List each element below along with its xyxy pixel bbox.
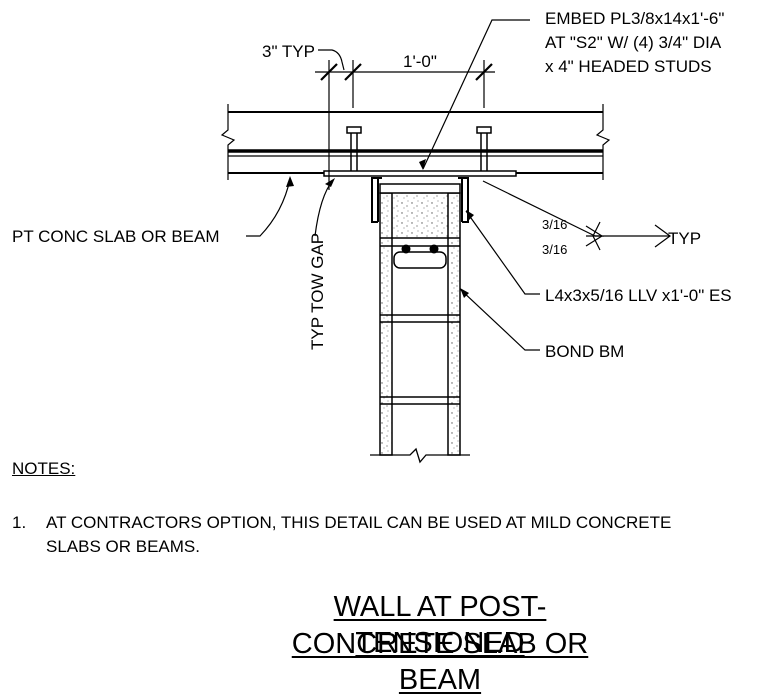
weld-symbol bbox=[585, 225, 605, 247]
note-1-text: AT CONTRACTORS OPTION, THIS DETAIL CAN B… bbox=[46, 511, 746, 559]
detail-title-text-1: WALL AT POST-TENSIONED bbox=[333, 591, 547, 659]
detail-title-line-1: WALL AT POST-TENSIONED bbox=[250, 589, 630, 661]
bond-beam-label: BOND BM bbox=[545, 342, 624, 361]
note-1-line-2: SLABS OR BEAMS. bbox=[46, 537, 200, 556]
embed-plate bbox=[323, 170, 517, 177]
weld-typ-label: TYP bbox=[668, 229, 701, 248]
embed-plate-label-3: x 4" HEADED STUDS bbox=[545, 57, 712, 76]
pt-slab-label: PT CONC SLAB OR BEAM bbox=[12, 227, 220, 246]
detail-title-text-2: CONCRETE SLAB OR BEAM bbox=[291, 628, 589, 696]
embed-plate-label-2: AT "S2" W/ (4) 3/4" DIA bbox=[545, 33, 722, 52]
angle-label: L4x3x5/16 LLV x1'-0" ES bbox=[545, 286, 732, 305]
leader-arrowheads bbox=[286, 159, 474, 298]
dimension-lines bbox=[315, 49, 495, 190]
notes-heading: NOTES: bbox=[12, 459, 76, 478]
steel-angles bbox=[371, 177, 469, 223]
one-foot-dimension: 1'-0" bbox=[403, 52, 437, 71]
wall-slab-section-drawing: EMBED PL3/8x14x1'-6" AT "S2" W/ (4) 3/4"… bbox=[12, 9, 732, 464]
note-1-number: 1. bbox=[12, 513, 27, 532]
weld-size-top: 3/16 bbox=[542, 217, 567, 232]
embed-plate-label-1: EMBED PL3/8x14x1'-6" bbox=[545, 9, 724, 28]
bond-beam-bars bbox=[393, 244, 447, 269]
typ-3in-dimension: 3" TYP bbox=[262, 42, 315, 61]
detail-title-line-2: CONCRETE SLAB OR BEAM bbox=[250, 626, 630, 698]
concrete-slab bbox=[220, 104, 611, 180]
tow-gap-label: TYP TOW GAP bbox=[308, 233, 327, 350]
headed-studs bbox=[346, 126, 492, 171]
callout-embed-plate: EMBED PL3/8x14x1'-6" AT "S2" W/ (4) 3/4"… bbox=[545, 9, 724, 76]
note-1-line-1: AT CONTRACTORS OPTION, THIS DETAIL CAN B… bbox=[46, 513, 672, 532]
cmu-wall bbox=[370, 183, 470, 464]
weld-size-bottom: 3/16 bbox=[542, 242, 567, 257]
